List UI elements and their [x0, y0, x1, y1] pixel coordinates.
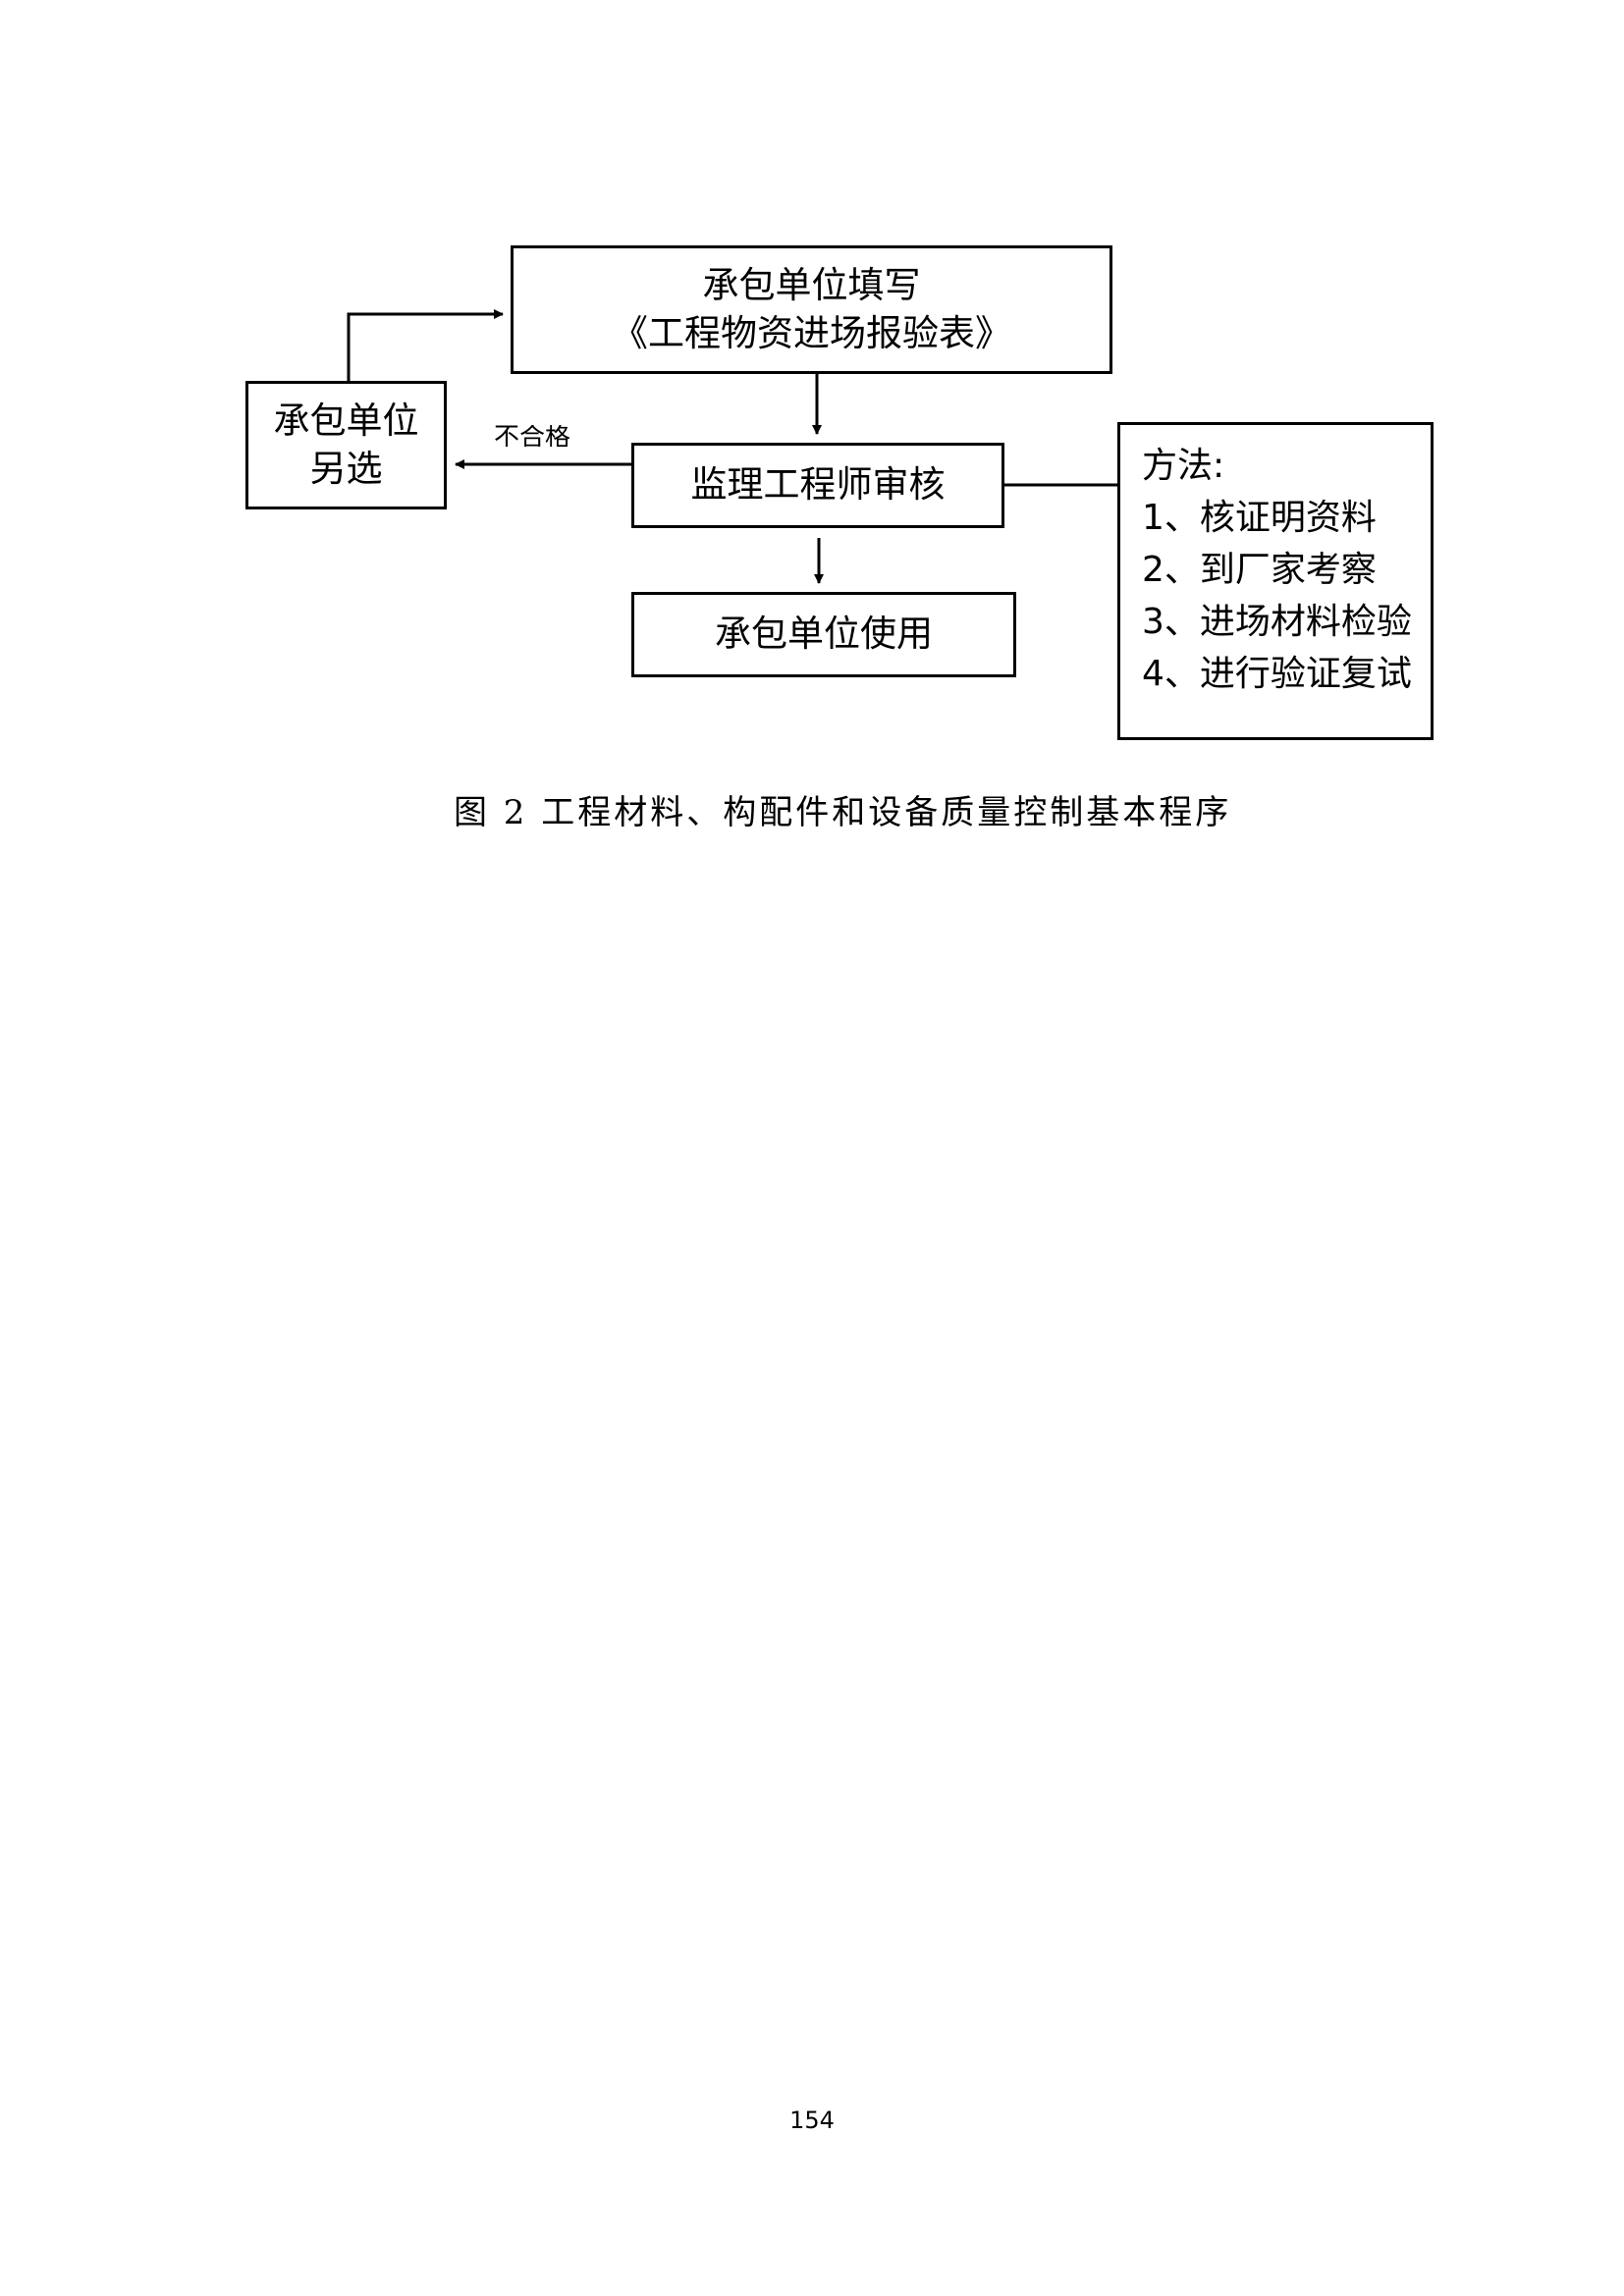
- node-methods: 方法: 1、核证明资料 2、到厂家考察 3、进场材料检验 4、进行验证复试: [1117, 422, 1434, 740]
- flowchart-connectors: [347, 309, 1117, 584]
- node-review-label: 监理工程师审核: [690, 463, 946, 507]
- methods-item: 2、到厂家考察: [1142, 549, 1377, 590]
- node-use-label: 承包单位使用: [715, 613, 933, 656]
- methods-item: 4、进行验证复试: [1142, 653, 1412, 694]
- edge-label-fail: 不合格: [494, 425, 571, 447]
- node-fill-form-line1: 承包单位填写: [702, 263, 921, 306]
- figure-caption: 图 2 工程材料、构配件和设备质量控制基本程序: [454, 793, 1232, 832]
- arrow-alternative-to-fill-form: [347, 309, 504, 381]
- node-alternative-line1: 承包单位: [273, 399, 419, 442]
- node-alternative-line2: 另选: [309, 447, 383, 490]
- methods-title: 方法:: [1142, 446, 1225, 486]
- methods-item: 1、核证明资料: [1142, 497, 1377, 538]
- node-review: 监理工程师审核: [631, 443, 1004, 528]
- node-alternative: 承包单位 另选: [245, 381, 447, 509]
- node-use: 承包单位使用: [631, 592, 1016, 677]
- quality-control-flowchart: 承包单位填写 《工程物资进场报验表》 承包单位 另选 监理工程师审核 承包单位使…: [0, 0, 1624, 832]
- methods-item: 3、进场材料检验: [1142, 601, 1412, 642]
- node-fill-form: 承包单位填写 《工程物资进场报验表》: [511, 245, 1112, 374]
- page-number: 154: [789, 2107, 835, 2134]
- node-fill-form-line2: 《工程物资进场报验表》: [612, 311, 1011, 354]
